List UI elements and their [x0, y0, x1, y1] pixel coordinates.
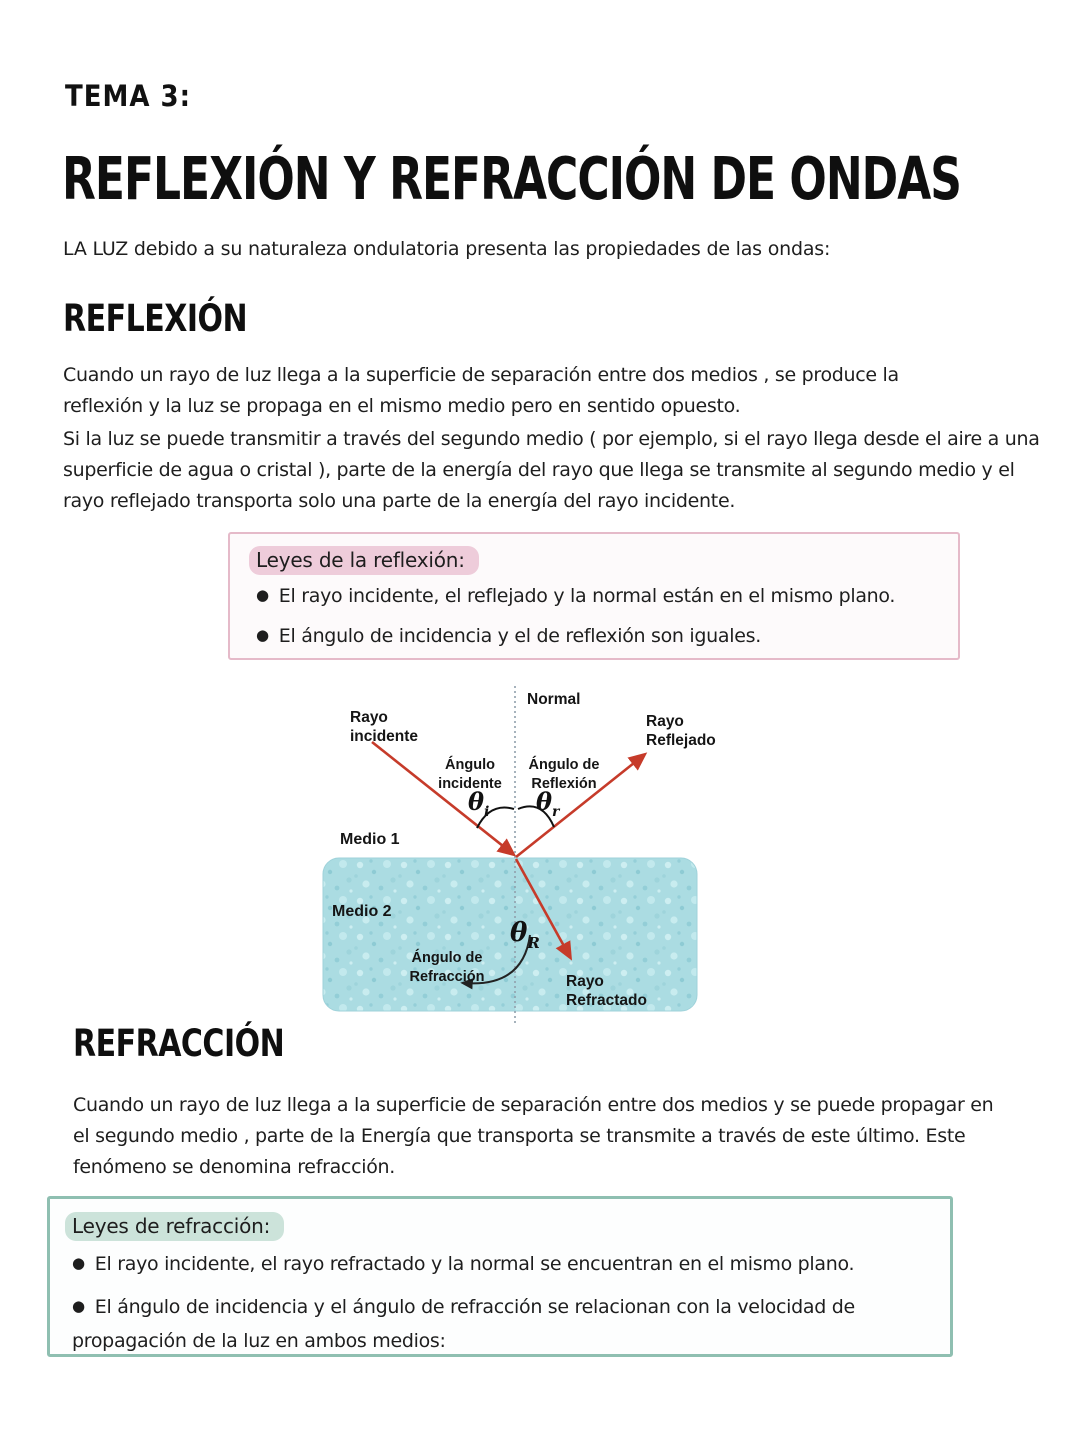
- teal-highlight: Leyes de refracción:: [65, 1212, 285, 1241]
- theta-refraction-symbol: θR: [510, 918, 540, 952]
- refraction-law-2: El ángulo de incidencia y el ángulo de r…: [72, 1296, 855, 1352]
- medium2-label: Medio 2: [332, 903, 392, 920]
- reflected-ray: [515, 752, 648, 859]
- reflection-laws-title: Leyes de la reflexión:: [249, 546, 479, 575]
- reflection-law-1: El rayo incidente, el reflejado y la nor…: [278, 585, 896, 607]
- refraction-laws-box: Leyes de refracción: ● El rayo incidente,…: [47, 1196, 953, 1357]
- incident-ray-label: incidente: [350, 728, 418, 745]
- bullet-icon: ●: [256, 626, 269, 644]
- water-region: [322, 857, 698, 1012]
- bullet-icon: ●: [72, 1254, 85, 1272]
- pink-highlight: Leyes de la reflexión:: [249, 546, 479, 575]
- incident-ray: [371, 740, 517, 857]
- refraction-angle-label: Refracción: [410, 969, 485, 985]
- reflected-ray-label: Reflejado: [646, 732, 716, 749]
- topic-kicker: TEMA 3:: [65, 80, 192, 114]
- refracted-ray-label: Rayo: [566, 973, 604, 990]
- page-title: REFLEXIÓN Y REFRACCIÓN DE ONDAS: [62, 146, 962, 214]
- bullet-icon: ●: [256, 586, 269, 604]
- incident-angle-label: incidente: [438, 776, 502, 792]
- reflection-angle-arc: [517, 805, 555, 828]
- reflexion-paragraph-2: Si la luz se puede transmitir a través d…: [63, 428, 1040, 512]
- refraction-law-1: El rayo incidente, el rayo refractado y …: [94, 1253, 855, 1275]
- incident-ray-label: Rayo: [350, 709, 388, 726]
- intro-text: LA LUZ debido a su naturaleza ondulatori…: [63, 238, 831, 260]
- theta-reflection-symbol: θr: [536, 787, 561, 820]
- refraction-laws-title: Leyes de refracción:: [65, 1212, 285, 1241]
- list-item: ● El rayo incidente, el rayo refractado y…: [72, 1248, 932, 1282]
- refraccion-paragraph-1: Cuando un rayo de luz llega a la superfi…: [73, 1094, 994, 1178]
- section-heading-reflexion: REFLEXIÓN: [63, 297, 248, 341]
- reflection-refraction-diagram: Normal Rayo incidente Rayo Reflejado Áng…: [310, 678, 760, 1026]
- incident-angle-label: Ángulo: [445, 756, 495, 773]
- refraction-angle-label: Ángulo de: [412, 949, 483, 966]
- reflection-angle-label: Reflexión: [531, 776, 596, 792]
- refracted-ray: [514, 858, 573, 961]
- reflexion-paragraph-1: Cuando un rayo de luz llega a la superfi…: [63, 364, 899, 417]
- reflection-angle-label: Ángulo de: [529, 756, 600, 773]
- reflection-laws-box: Leyes de la reflexión: ● El rayo incident…: [228, 532, 960, 660]
- refracted-ray-label: Refractado: [566, 992, 647, 1009]
- list-item: ●El ángulo de incidencia y el ángulo de …: [72, 1291, 932, 1358]
- list-item: ● El rayo incidente, el reflejado y la no…: [256, 580, 942, 613]
- incident-angle-arc: [476, 806, 515, 829]
- refraction-angle-arrow: [460, 934, 531, 990]
- medium1-label: Medio 1: [340, 831, 400, 848]
- normal-label: Normal: [527, 691, 580, 708]
- reflection-law-2: El ángulo de incidencia y el de reflexió…: [278, 625, 761, 647]
- list-item: ● El ángulo de incidencia y el de reflexi…: [256, 620, 942, 653]
- theta-incident-symbol: θi: [468, 787, 489, 820]
- reflected-ray-label: Rayo: [646, 713, 684, 730]
- bullet-icon: ●: [72, 1297, 85, 1315]
- section-heading-refraccion: REFRACCIÓN: [73, 1022, 285, 1066]
